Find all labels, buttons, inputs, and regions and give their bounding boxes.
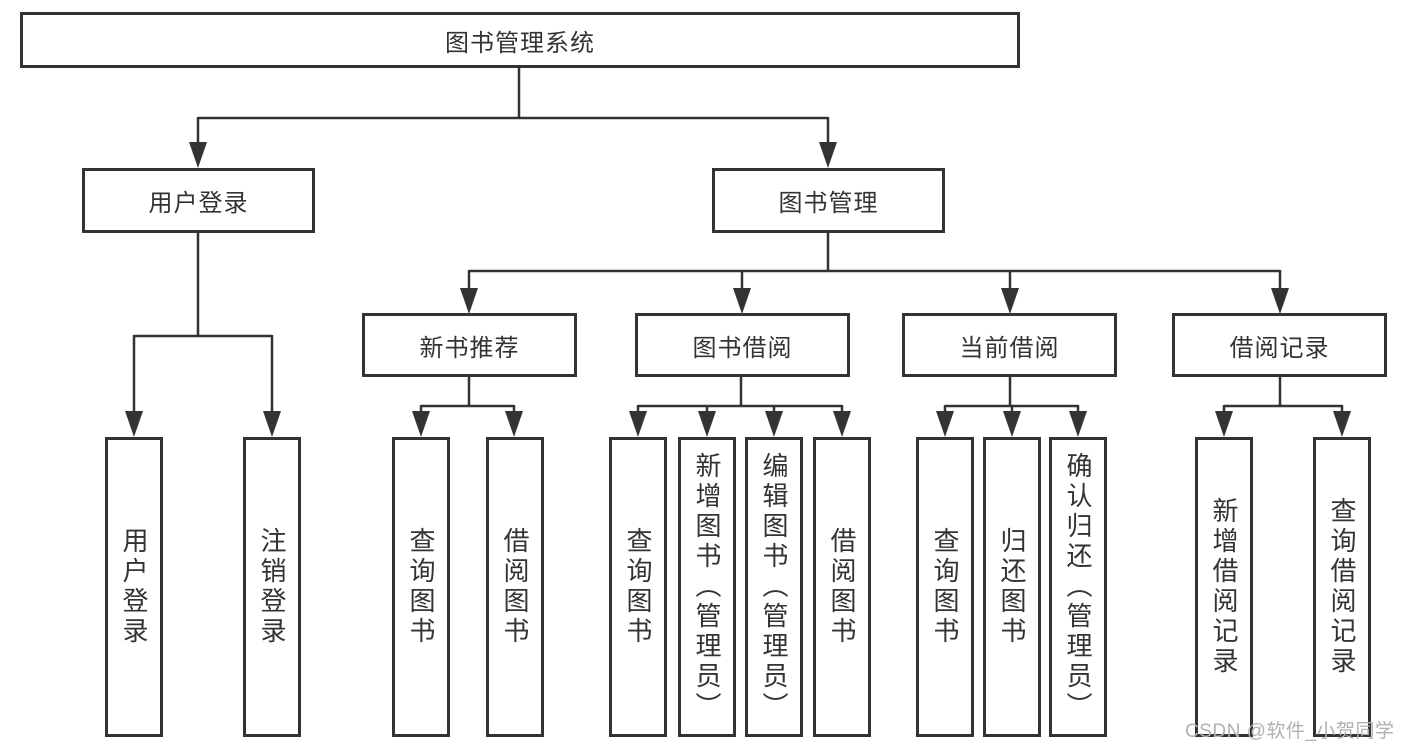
leaf-label: 查询图书 [406, 527, 436, 647]
leaf-add-books-admin: 新增图书（管理员） [678, 437, 736, 737]
node-label: 用户登录 [148, 190, 249, 217]
node-book-borrow: 图书借阅 [635, 313, 850, 377]
leaf-label: 归还图书 [997, 527, 1027, 647]
leaf-label: 用户登录 [119, 527, 149, 647]
node-new-book-recommend: 新书推荐 [362, 313, 577, 377]
leaf-label: 查询图书 [930, 527, 960, 647]
leaf-label: 查询图书 [623, 527, 653, 647]
leaf-label: 借阅图书 [827, 527, 857, 647]
leaf-label: 借阅图书 [500, 527, 530, 647]
leaf-query-books-borrow: 查询图书 [609, 437, 667, 737]
leaf-logout: 注销登录 [243, 437, 301, 737]
node-label: 借阅记录 [1229, 334, 1330, 362]
node-label: 图书借阅 [692, 334, 793, 362]
node-book-management: 图书管理 [712, 168, 945, 233]
node-label: 新书推荐 [419, 334, 520, 362]
leaf-edit-books-admin: 编辑图书（管理员） [745, 437, 803, 737]
leaf-label: 新增借阅记录 [1209, 497, 1239, 677]
leaf-add-borrow-record: 新增借阅记录 [1195, 437, 1253, 737]
node-current-borrow: 当前借阅 [902, 313, 1117, 377]
node-root-system: 图书管理系统 [20, 12, 1020, 68]
leaf-label: 查询借阅记录 [1327, 497, 1357, 677]
node-label: 图书管理系统 [445, 29, 595, 57]
leaf-label: 确认归还（管理员） [1063, 452, 1093, 722]
leaf-label: 编辑图书（管理员） [759, 452, 789, 722]
node-label: 图书管理 [778, 190, 879, 217]
leaf-query-borrow-record: 查询借阅记录 [1313, 437, 1371, 737]
node-label: 当前借阅 [959, 334, 1060, 362]
leaf-borrow-books: 借阅图书 [813, 437, 871, 737]
node-user-login: 用户登录 [82, 168, 315, 233]
leaf-query-books-current: 查询图书 [916, 437, 974, 737]
watermark-text: CSDN @软件_小贺同学 [1185, 721, 1395, 742]
leaf-label: 新增图书（管理员） [692, 452, 722, 722]
leaf-borrow-books-recommend: 借阅图书 [486, 437, 544, 737]
leaf-label: 注销登录 [257, 527, 287, 647]
leaf-confirm-return-admin: 确认归还（管理员） [1049, 437, 1107, 737]
leaf-user-login: 用户登录 [105, 437, 163, 737]
node-borrow-records: 借阅记录 [1172, 313, 1387, 377]
leaf-query-books-recommend: 查询图书 [392, 437, 450, 737]
leaf-return-books: 归还图书 [983, 437, 1041, 737]
